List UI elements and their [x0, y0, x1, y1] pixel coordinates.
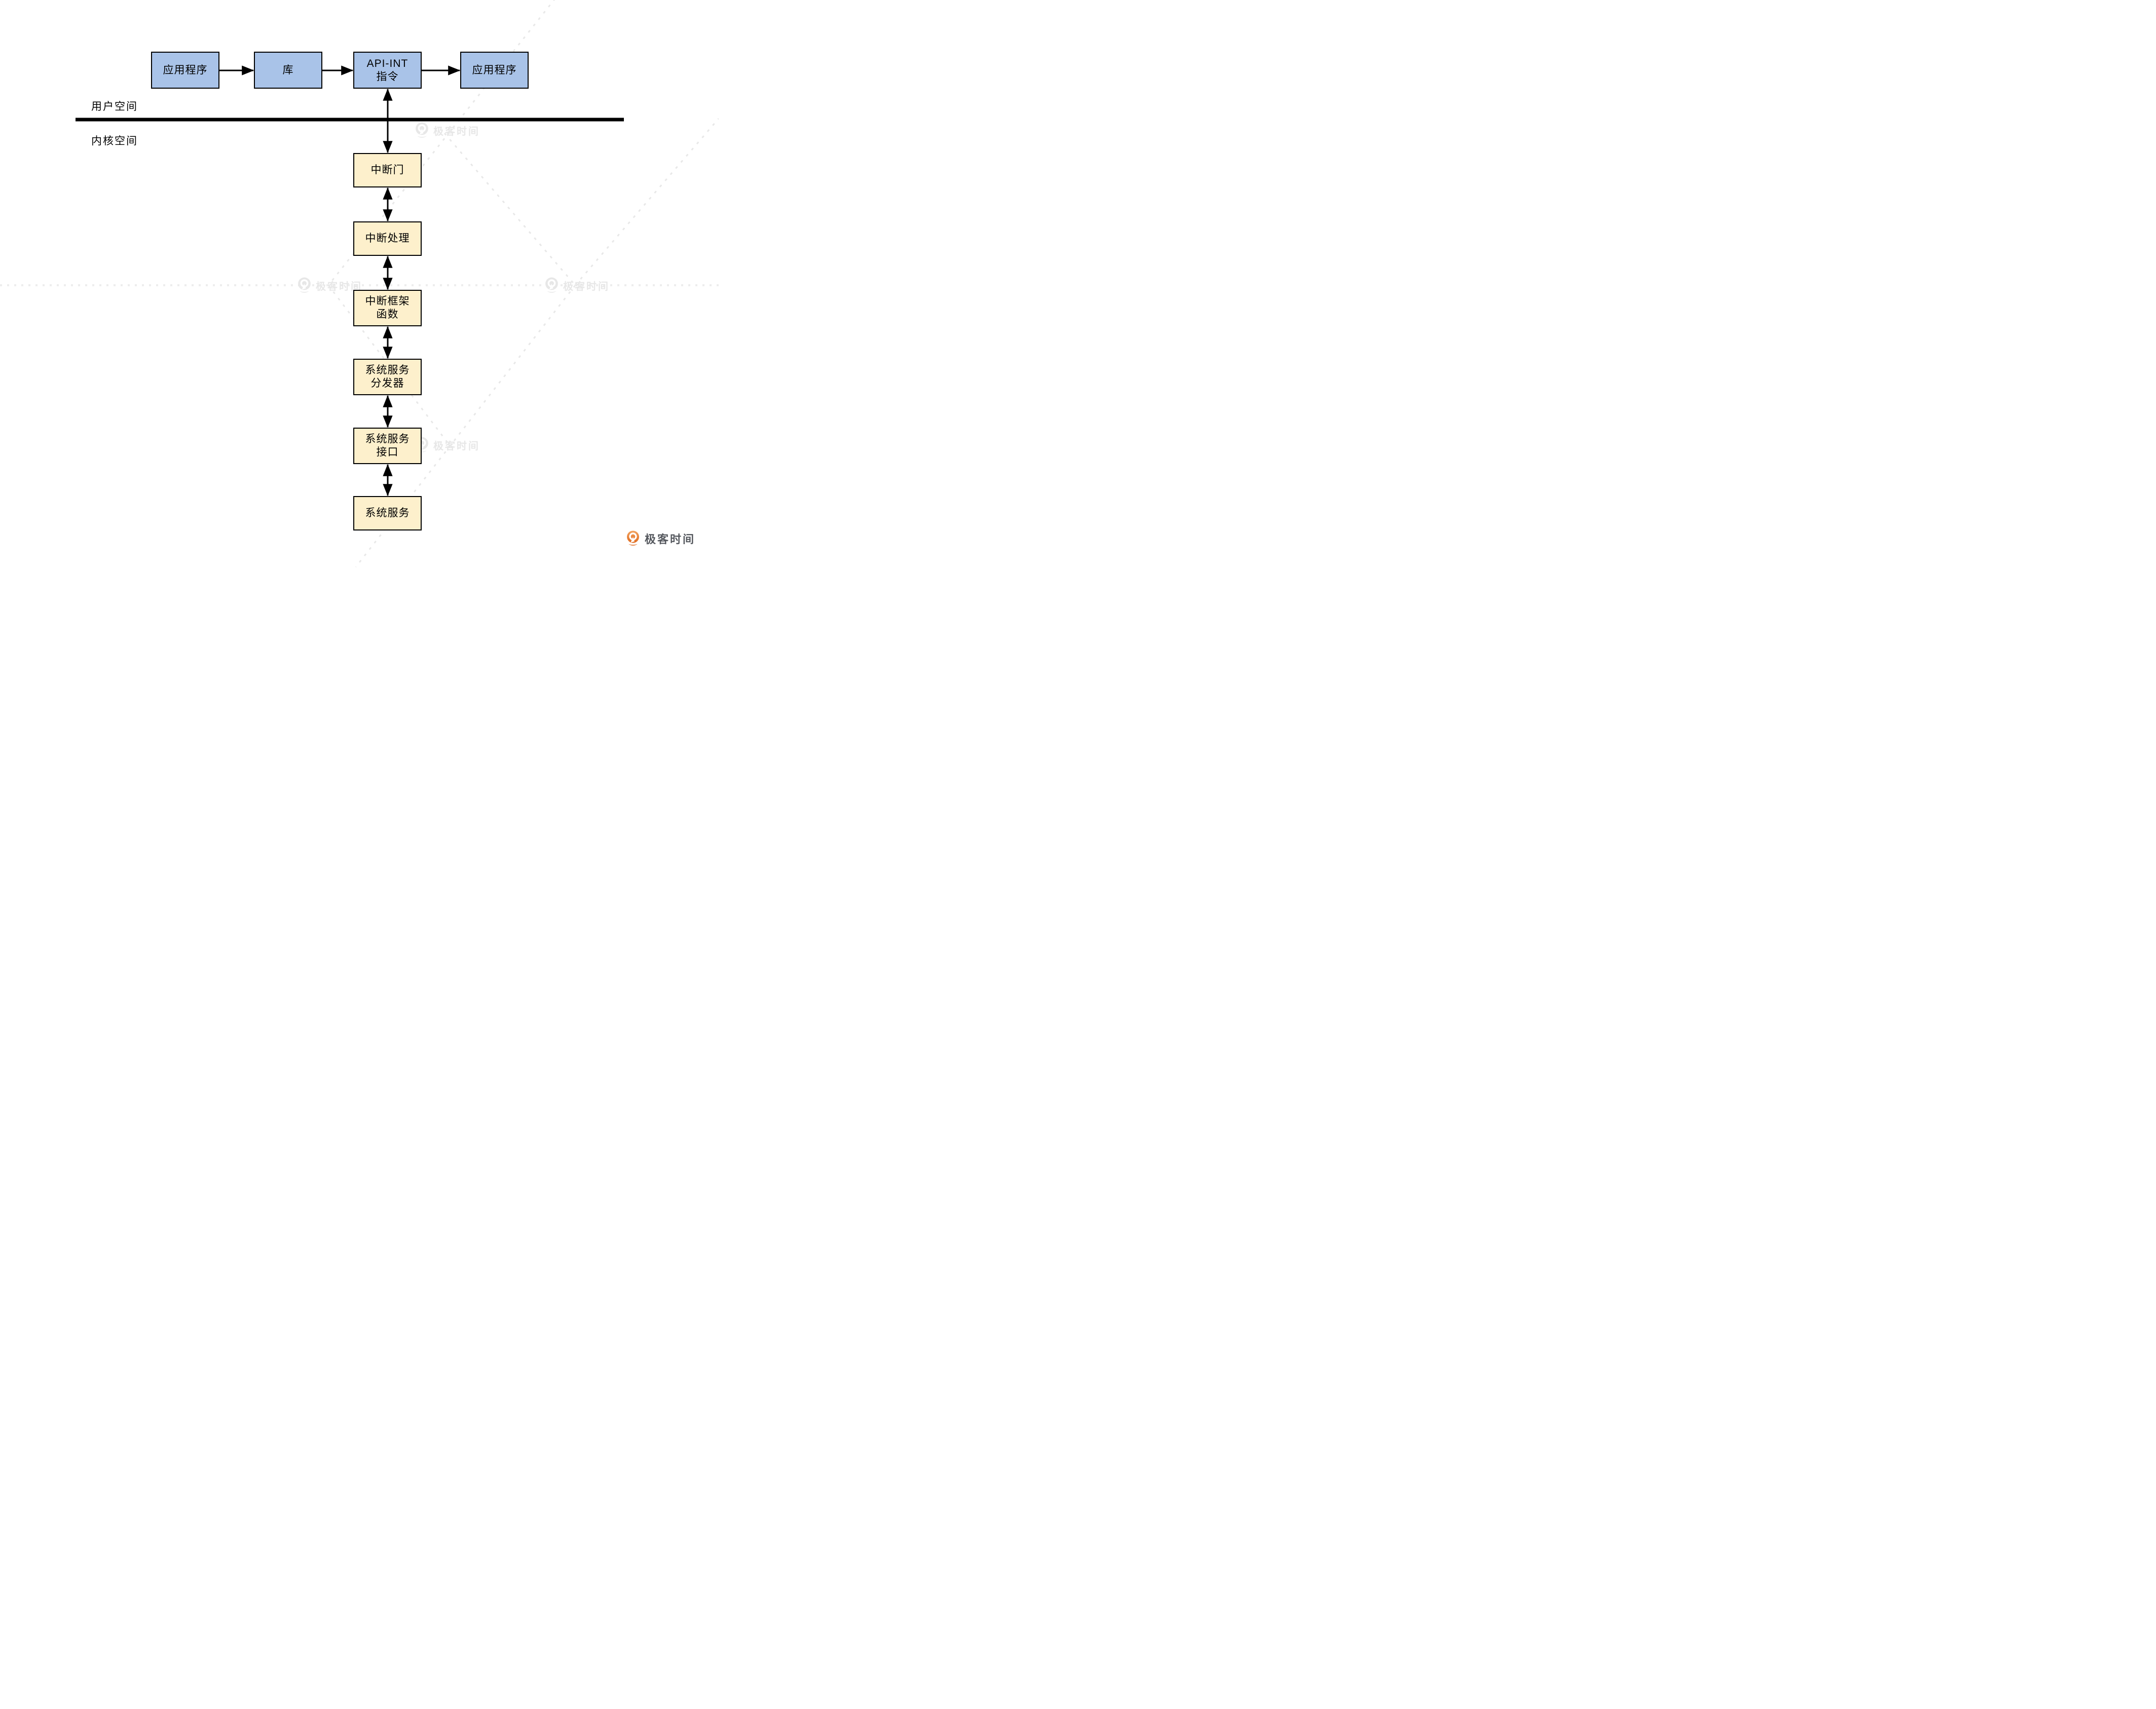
kernel-space-label: 内核空间 — [91, 135, 138, 147]
watermark-dashed-diagonals — [327, 0, 719, 567]
user-row-box-application-1: 应用程序 — [151, 52, 219, 89]
user-space-label: 用户空间 — [91, 101, 138, 112]
kernel-box-system-service-dispatcher: 系统服务 分发器 — [353, 359, 422, 395]
diagram-canvas: 极客时间 极客时间 极客时间 极客时间 应用程序 库 API-INT 指令 应用… — [0, 0, 719, 569]
kernel-box-system-service-interface: 系统服务 接口 — [353, 428, 422, 464]
connector-layer — [0, 0, 719, 567]
geektime-logo-icon — [627, 530, 639, 546]
user-row-box-application-2: 应用程序 — [460, 52, 529, 89]
brand-logo: 极客时间 — [625, 530, 695, 547]
user-row-box-library: 库 — [254, 52, 322, 89]
kernel-box-interrupt-gate: 中断门 — [353, 153, 422, 187]
kernel-box-system-service: 系统服务 — [353, 496, 422, 530]
kernel-box-interrupt-handling: 中断处理 — [353, 221, 422, 256]
kernel-box-interrupt-framework-function: 中断框架 函数 — [353, 290, 422, 326]
brand-logo-text: 极客时间 — [645, 533, 696, 546]
user-row-box-api-int-instruction: API-INT 指令 — [353, 52, 422, 89]
